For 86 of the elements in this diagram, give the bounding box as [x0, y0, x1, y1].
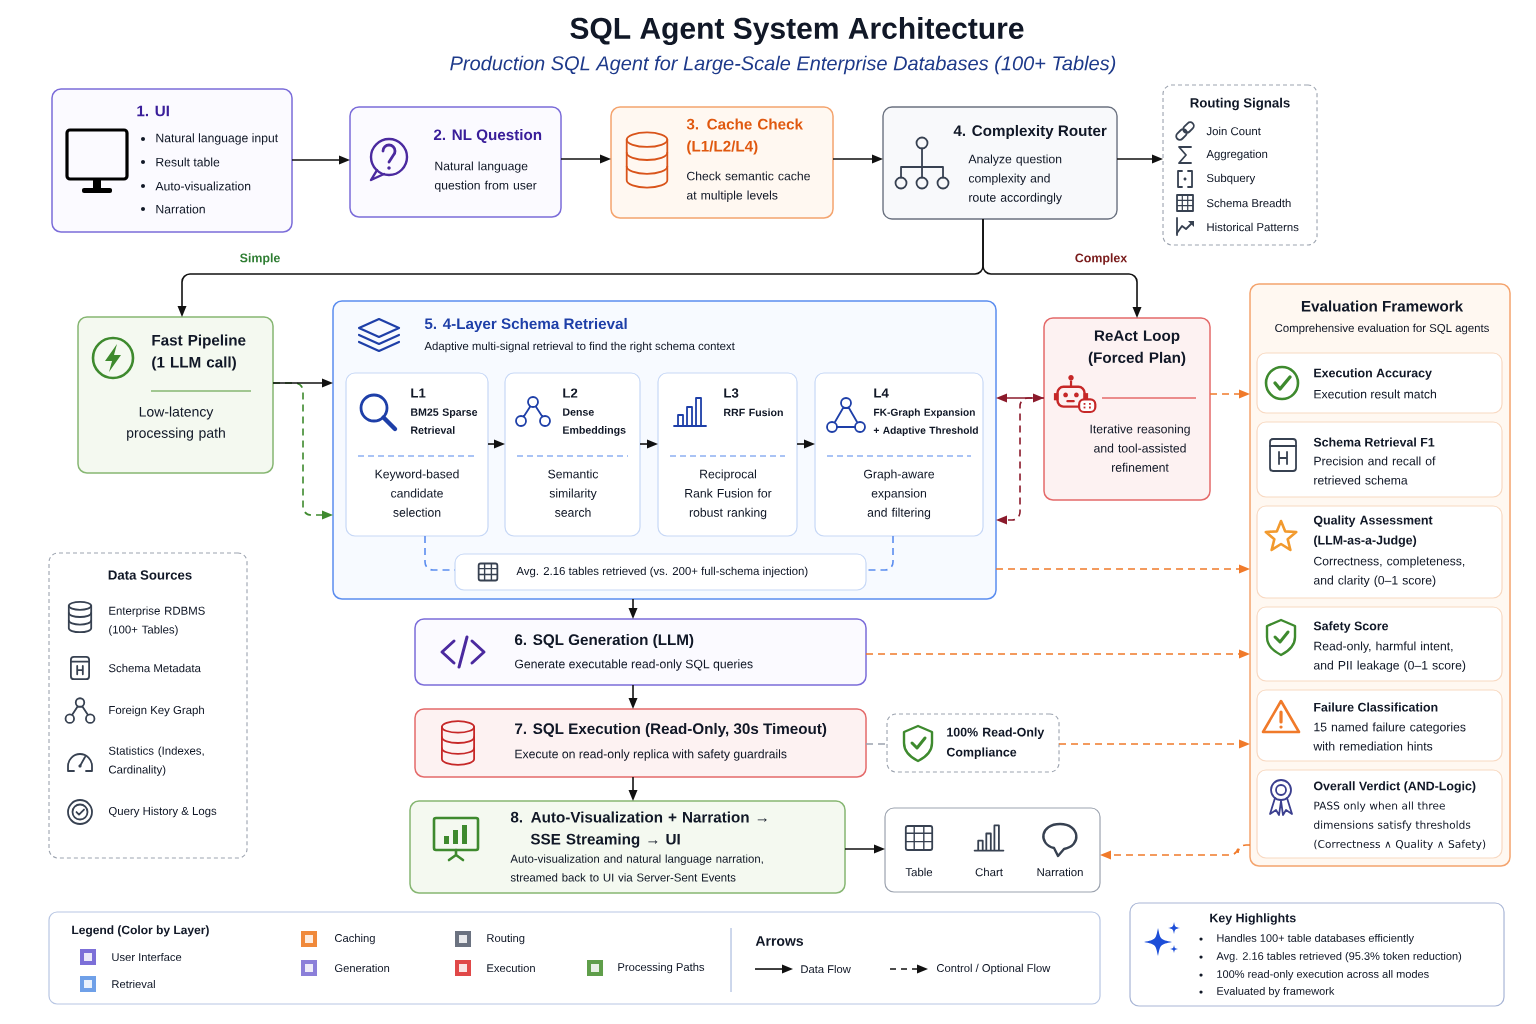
step-description: Auto-visualization and natural language narration, streamed back to UI via Server-Sent Events	[510, 854, 763, 882]
metric-description: PASS only when all three dimensions satisfy thresholds (Correctness ∧ Quality ∧ Safety)	[1314, 801, 1486, 851]
legend-label: User Interface	[112, 952, 182, 962]
metric-title: Schema Retrieval F1	[1313, 437, 1435, 447]
legend-label: Control / Optional Flow	[937, 963, 1051, 975]
bullet-text: Natural language input	[156, 133, 279, 145]
subtitle: Production SQL Agent for Large-Scale Enterprise Databases (100+ Tables)	[450, 55, 1116, 75]
layer-name: BM25 Sparse Retrieval	[411, 408, 478, 434]
metric-description: Precision and recall of retrieved schema	[1314, 456, 1436, 485]
list-item: Aggregation	[1206, 149, 1268, 161]
bullet-text: Auto-visualization	[155, 181, 251, 191]
layer-name: FK-Graph Expansion + Adaptive Threshold	[873, 408, 978, 436]
step-description: Analyze question complexity and route accordingly	[968, 154, 1062, 205]
metric-description: Execution result match	[1314, 389, 1436, 399]
icon-caption: Table	[905, 867, 933, 877]
list-item: Foreign Key Graph	[109, 705, 204, 717]
layer-name: RRF Fusion	[724, 408, 783, 417]
step-description: Check semantic cache at multiple levels	[686, 171, 810, 202]
legend-label: Execution	[487, 963, 535, 973]
step-title: 6. SQL Generation (LLM)	[514, 633, 694, 649]
metric-description: Correctness, completeness, and clarity (0–1 score)	[1313, 556, 1465, 587]
bullet-text: Avg. 2.16 tables retrieved (95.3% token reduction)	[1216, 951, 1462, 963]
edge-label: Simple	[236, 250, 284, 268]
step-title: 8. Auto-Visualization + Narration → SSE Streaming → UI	[510, 811, 767, 848]
compliance-badge: 100% Read-Only Compliance	[886, 713, 1060, 773]
panel-title: 1. UI	[137, 105, 169, 117]
icon-caption: Chart	[975, 867, 1003, 877]
list-item: Historical Patterns	[1207, 222, 1299, 232]
info-bar: Avg. 2.16 tables retrieved (vs. 200+ full-schema injection)	[454, 553, 867, 591]
panel-title: Evaluation Framework	[1301, 300, 1464, 312]
panel-title: Key Highlights	[1210, 913, 1296, 925]
title: SQL Agent System Architecture	[570, 16, 1024, 46]
step-title: Fast Pipeline (1 LLM call)	[152, 334, 246, 371]
layer-label: L3	[724, 388, 739, 398]
list-item: Subquery	[1206, 173, 1256, 185]
layer-description: Semantic similarity search	[548, 469, 599, 517]
bullet-text: 100% read-only execution across all modes	[1217, 969, 1429, 981]
panel-title: Routing Signals	[1190, 97, 1290, 111]
panel-title: 5. 4-Layer Schema Retrieval	[424, 317, 627, 333]
metric-title: Execution Accuracy	[1314, 368, 1432, 380]
step-description: Natural language question from user	[434, 161, 537, 192]
step-description: Low-latency processing path	[127, 406, 225, 441]
step-title: 2. NL Question	[433, 129, 542, 143]
layer-description: Keyword-based candidate selection	[375, 469, 459, 517]
bullet-text: Evaluated by framework	[1217, 986, 1335, 998]
legend-label: Retrieval	[112, 979, 155, 989]
list-item: Enterprise RDBMS (100+ Tables)	[109, 606, 205, 636]
layer-label: L1	[411, 388, 426, 398]
panel-title: Data Sources	[108, 570, 192, 580]
layer-description: Reciprocal Rank Fusion for robust ranking	[685, 469, 772, 520]
legend-label: Generation	[334, 963, 390, 973]
metric-title: Overall Verdict (AND-Logic)	[1313, 781, 1476, 793]
bullet-text: Narration	[156, 204, 205, 214]
step-description: Iterative reasoning and tool-assisted refinement	[1090, 424, 1190, 472]
step-title: 3. Cache Check (L1/L2/L4)	[686, 118, 803, 155]
list-item: Schema Metadata	[108, 663, 201, 673]
step-title: 4. Complexity Router	[953, 124, 1107, 140]
metric-title: Failure Classification	[1314, 702, 1438, 712]
panel-subtitle: Adaptive multi-signal retrieval to find the right schema context	[424, 341, 735, 353]
list-item: Schema Breadth	[1206, 198, 1291, 208]
layer-description: Graph-aware expansion and filtering	[864, 469, 935, 520]
legend-label: Data Flow	[801, 964, 851, 974]
list-item: Join Count	[1206, 126, 1261, 136]
metric-description: 15 named failure categories with remediation hints	[1313, 722, 1466, 751]
panel-subtitle: Comprehensive evaluation for SQL agents	[1275, 323, 1489, 335]
icon-caption: Narration	[1037, 867, 1083, 877]
layer-label: L4	[874, 388, 889, 398]
step-title: 7. SQL Execution (Read-Only, 30s Timeout)	[515, 722, 827, 738]
bullet-text: Result table	[156, 157, 220, 167]
metric-title: Safety Score	[1313, 621, 1389, 633]
list-item: Statistics (Indexes, Cardinality)	[108, 746, 204, 776]
metric-title: Quality Assessment (LLM-as-a-Judge)	[1313, 515, 1433, 548]
layer-label: L2	[563, 388, 578, 398]
legend-title: Legend (Color by Layer)	[72, 925, 209, 937]
step-description: Execute on read-only replica with safety guardrails	[515, 749, 787, 761]
legend-label: Processing Paths	[618, 962, 705, 974]
list-item: Query History & Logs	[108, 806, 217, 818]
metric-description: Read-only, harmful intent, and PII leakage (0–1 score)	[1313, 641, 1466, 672]
step-title: ReAct Loop (Forced Plan)	[1088, 330, 1186, 367]
bullet-text: Handles 100+ table databases efficiently	[1217, 933, 1414, 945]
legend-heading: Arrows	[755, 936, 804, 946]
step-description: Generate executable read-only SQL queries	[515, 659, 753, 671]
edge-label: Complex	[1071, 250, 1131, 268]
legend-label: Caching	[334, 933, 375, 945]
legend-label: Routing	[487, 933, 525, 945]
layer-name: Dense Embeddings	[563, 408, 626, 436]
